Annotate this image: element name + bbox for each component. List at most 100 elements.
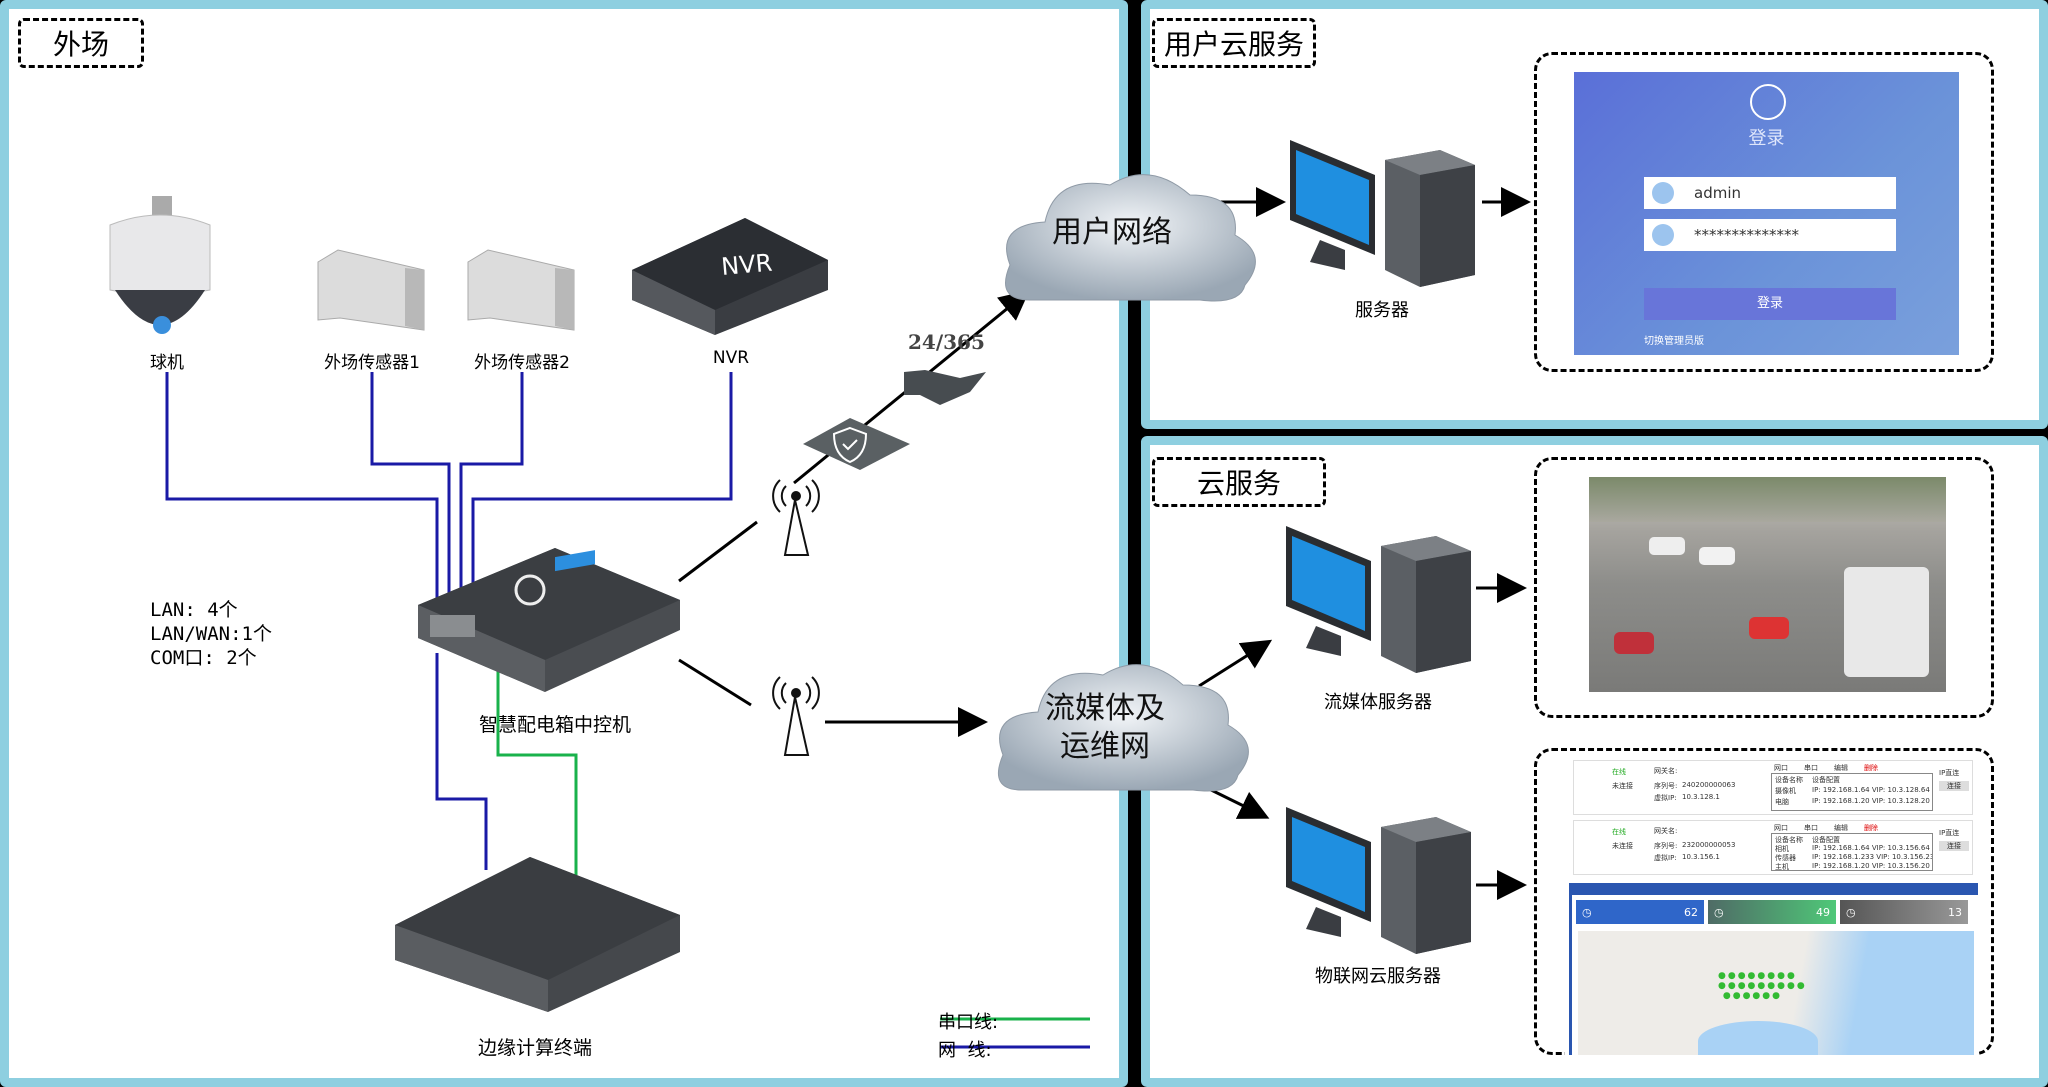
nvr-label: NVR	[712, 348, 750, 368]
login-screenshot: 登录 admin ************** 登录 切换管理员版	[1574, 72, 1959, 355]
serial-value: 240200000063	[1682, 781, 1736, 789]
device-name: 相机	[1775, 845, 1789, 853]
login-frame	[1534, 52, 1994, 372]
status-online: 在线	[1612, 828, 1626, 836]
stream-network-label: 流媒体及 运维网	[1045, 690, 1165, 766]
connect-button[interactable]: 连接	[1939, 781, 1969, 791]
legend-network: 网 线:	[938, 1040, 992, 1061]
status-offline: 未连接	[1612, 842, 1633, 850]
status-offline: 未连接	[1612, 782, 1633, 790]
col-device-config: 设备配置	[1812, 776, 1840, 784]
col-device-name: 设备名称	[1775, 776, 1803, 784]
sensor1-label: 外场传感器1	[324, 353, 420, 373]
serial-label: 序列号:	[1654, 842, 1678, 850]
device-name: 电脑	[1775, 798, 1789, 806]
gateway-card-1: 在线 未连接 网关名: 序列号: 240200000063 虚拟IP: 10.3…	[1573, 760, 1973, 815]
lock-icon	[1652, 224, 1674, 246]
username-value: admin	[1694, 184, 1741, 202]
port-com: COM口: 2个	[150, 647, 257, 669]
action-serial[interactable]: 串口	[1804, 764, 1818, 772]
switch-admin-link[interactable]: 切换管理员版	[1644, 336, 1704, 347]
dome-camera-label: 球机	[150, 353, 184, 373]
stat-offline-value: 13	[1948, 905, 1962, 919]
antenna2-icon	[772, 676, 820, 756]
serial-value: 232000000053	[1682, 841, 1736, 849]
vip-value: 10.3.156.1	[1682, 853, 1720, 861]
nvr-icon: NVR	[632, 218, 828, 335]
action-lan[interactable]: 网口	[1774, 824, 1788, 832]
controller-label: 智慧配电箱中控机	[478, 714, 632, 736]
gw-name-label: 网关名:	[1654, 767, 1678, 775]
video-frame	[1534, 457, 1994, 718]
connect-button[interactable]: 连接	[1939, 841, 1969, 851]
stat-total-value: 62	[1684, 905, 1698, 919]
device-name: 传感器	[1775, 854, 1796, 862]
uptime-label: 24/365	[908, 330, 985, 354]
device-config: IP: 192.168.1.20 VIP: 10.3.128.20	[1812, 797, 1930, 805]
field-title: 外场	[18, 18, 144, 68]
link-antenna2	[678, 658, 752, 707]
monitor-panel: ◷62 ◷49 ◷13 ●●●●●●●●●●●●●●●●● ●●●●●●	[1569, 883, 1978, 1055]
ip-direct-checkbox[interactable]: IP直连	[1939, 829, 1960, 837]
stream-server-label: 流媒体服务器	[1324, 692, 1432, 713]
col-device-config: 设备配置	[1812, 836, 1840, 844]
device-config: IP: 192.168.1.64 VIP: 10.3.156.64	[1812, 844, 1930, 852]
iot-server-label: 物联网云服务器	[1315, 966, 1441, 987]
login-button[interactable]: 登录	[1644, 288, 1896, 320]
stream-network-line1: 流媒体及	[1045, 691, 1165, 726]
user-network-label: 用户网络	[1052, 215, 1172, 250]
user-network-cloud-icon	[1005, 174, 1256, 302]
sensor2-icon	[467, 249, 575, 331]
device-config: IP: 192.168.1.233 VIP: 10.3.156.233	[1812, 853, 1933, 861]
login-heading: 登录	[1748, 128, 1785, 149]
stat-online: ◷49	[1708, 900, 1836, 924]
link-antenna1	[678, 520, 758, 583]
password-value: **************	[1694, 226, 1799, 244]
arrow-to-stream-server	[1198, 639, 1273, 688]
edge-terminal-label: 边缘计算终端	[477, 1037, 593, 1059]
antenna1-icon	[772, 479, 820, 556]
serial-label: 序列号:	[1654, 782, 1678, 790]
action-delete[interactable]: 删除	[1864, 764, 1878, 772]
device-map[interactable]: ●●●●●●●●●●●●●●●●● ●●●●●●	[1578, 931, 1974, 1055]
gateway-card-2: 在线 未连接 网关名: 序列号: 232000000053 虚拟IP: 10.3…	[1573, 820, 1973, 875]
port-lan: LAN: 4个	[150, 599, 238, 621]
stream-server-icon	[1286, 526, 1471, 673]
dome-camera-icon	[109, 196, 211, 334]
ip-direct-checkbox[interactable]: IP直连	[1939, 769, 1960, 777]
user-icon	[1652, 182, 1674, 204]
iot-server-icon	[1286, 807, 1471, 954]
col-device-name: 设备名称	[1775, 836, 1803, 844]
action-delete[interactable]: 删除	[1864, 824, 1878, 832]
port-info: LAN: 4个 LAN/WAN:1个 COM口: 2个	[150, 598, 272, 670]
device-config: IP: 192.168.1.64 VIP: 10.3.128.64	[1812, 786, 1930, 794]
port-lan-wan: LAN/WAN:1个	[150, 623, 272, 645]
username-input[interactable]: admin	[1644, 177, 1896, 209]
password-input[interactable]: **************	[1644, 219, 1896, 251]
stat-online-value: 49	[1816, 905, 1830, 919]
device-name: 主机	[1775, 863, 1789, 871]
status-online: 在线	[1612, 768, 1626, 776]
action-lan[interactable]: 网口	[1774, 764, 1788, 772]
service-hand-icon	[904, 370, 986, 405]
action-serial[interactable]: 串口	[1804, 824, 1818, 832]
svg-text:NVR: NVR	[720, 249, 773, 281]
traffic-video-image	[1589, 477, 1946, 692]
sensor1-icon	[317, 249, 425, 331]
stream-network-cloud-icon	[998, 664, 1249, 792]
action-edit[interactable]: 编辑	[1834, 824, 1848, 832]
server-label: 服务器	[1355, 300, 1409, 321]
action-edit[interactable]: 编辑	[1834, 764, 1848, 772]
iot-dashboard-screenshot: 在线 未连接 网关名: 序列号: 240200000063 虚拟IP: 10.3…	[1565, 755, 1979, 1055]
legend-serial: 串口线:	[938, 1012, 999, 1033]
user-cloud-title: 用户云服务	[1152, 18, 1316, 68]
stat-total: ◷62	[1576, 900, 1704, 924]
vip-value: 10.3.128.1	[1682, 793, 1720, 801]
sensor2-label: 外场传感器2	[474, 353, 570, 373]
edge-terminal-icon	[395, 857, 680, 1012]
device-name: 摄像机	[1775, 787, 1796, 795]
serial-cables	[496, 646, 1090, 1021]
cloud-title: 云服务	[1152, 457, 1326, 507]
server-icon	[1290, 140, 1475, 287]
